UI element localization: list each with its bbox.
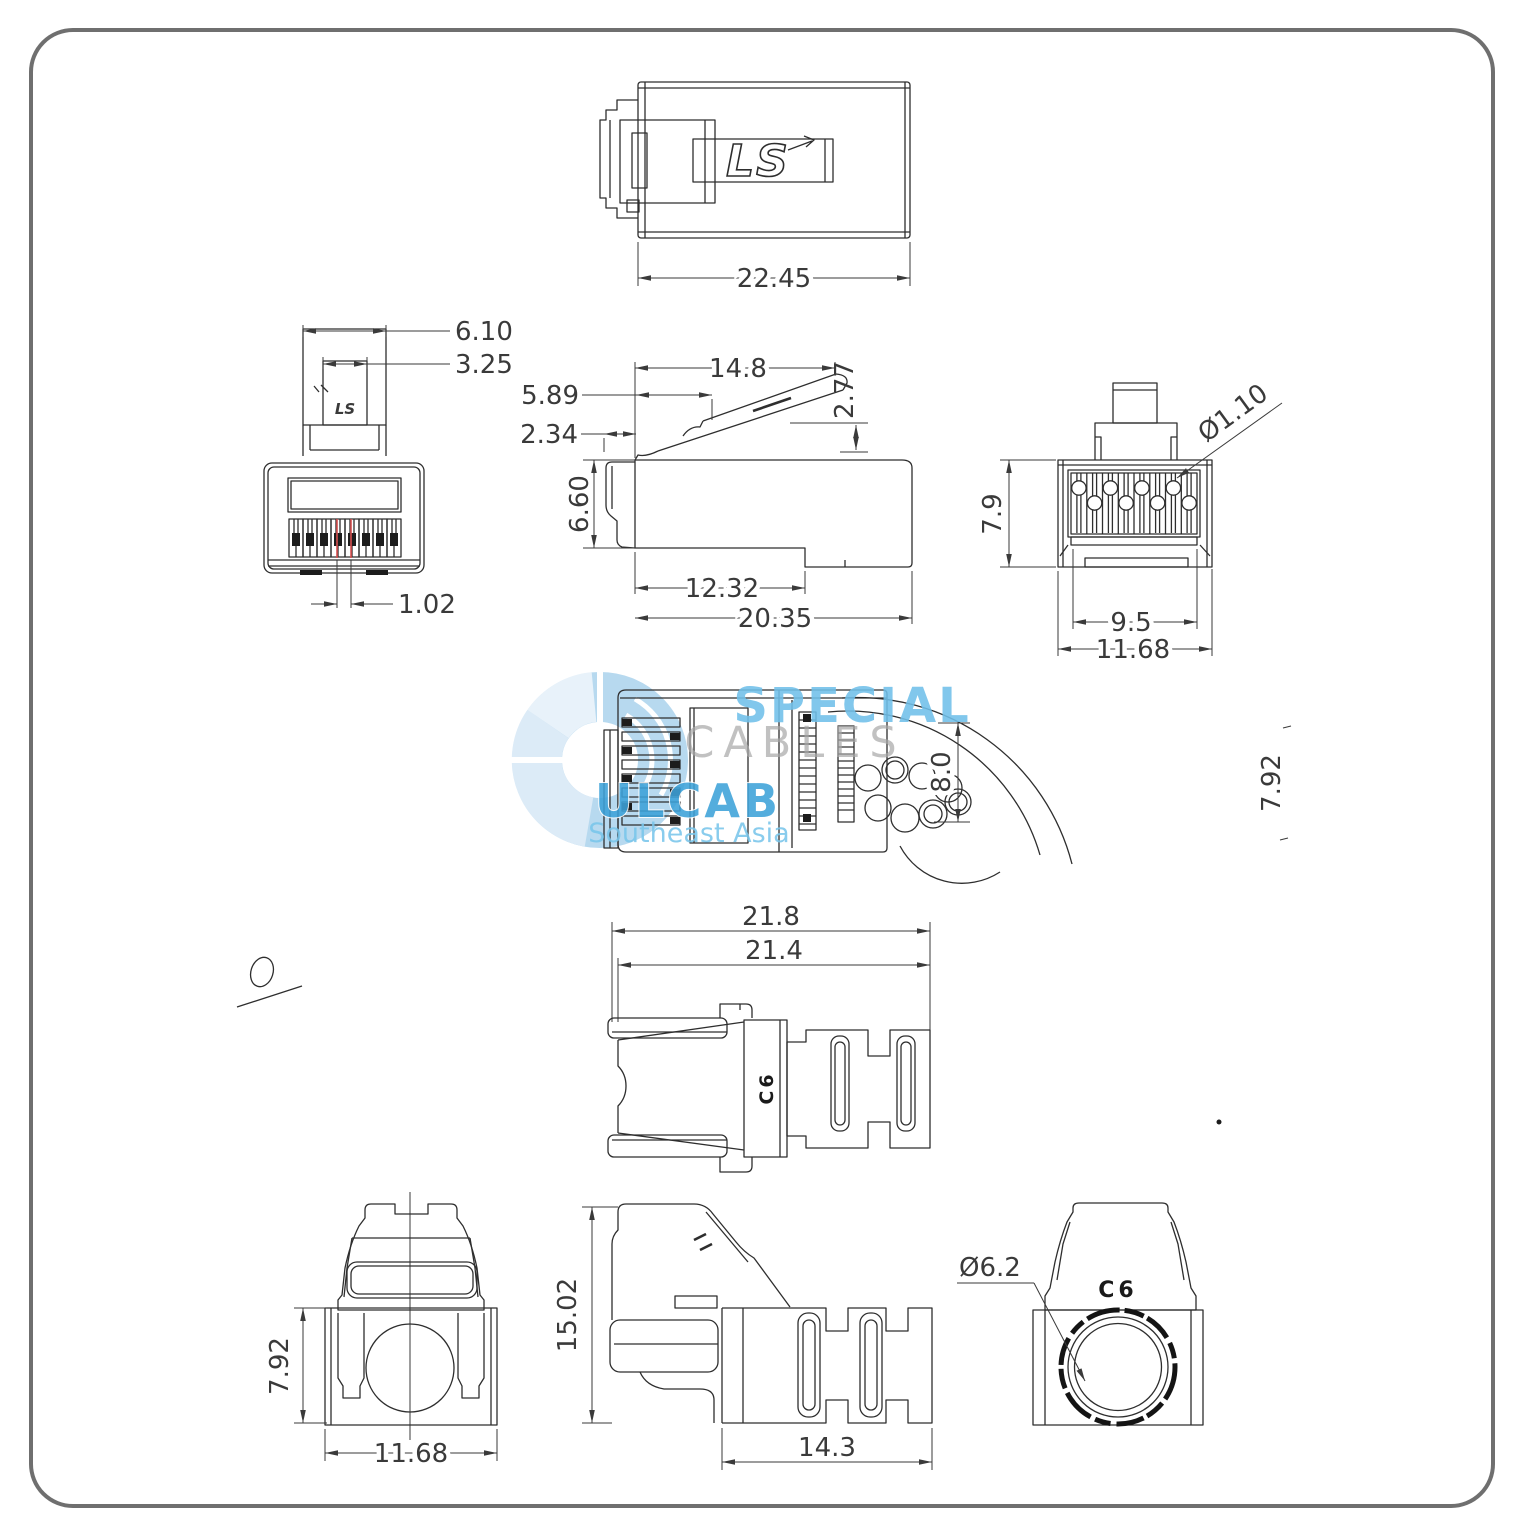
watermark-text: CABLES SPECIAL ULCAB Southeast Asia xyxy=(588,678,970,849)
view-boot-top: 21.8 21.4 C6 xyxy=(607,902,931,1173)
dim-rear-inner-w: 9.5 xyxy=(1110,608,1151,638)
stray-dim-7-92: 7.92 xyxy=(1257,754,1287,812)
dim-side-lever: 5.89 xyxy=(521,381,579,411)
dim-front-latch-inner: 3.25 xyxy=(455,350,513,380)
stray-phi-glyph xyxy=(249,956,275,988)
dim-side-total-len: 20.35 xyxy=(738,604,812,634)
dim-side-offset: 2.34 xyxy=(520,420,578,450)
marking-c6-boot-top: C6 xyxy=(756,1071,778,1104)
view-bottom: 8.0 xyxy=(603,689,1073,884)
dim-boot-top-outer: 21.8 xyxy=(742,902,800,932)
dim-top-width: 22.45 xyxy=(737,264,811,294)
dim-side-latch-len: 14.8 xyxy=(709,354,767,384)
dim-rear-outer-w: 11.68 xyxy=(1096,635,1170,665)
dim-side-latch-h: 2.77 xyxy=(830,361,860,419)
watermark-special: SPECIAL xyxy=(733,678,970,734)
dim-boot-front-w: 11.68 xyxy=(374,1439,448,1469)
stray-dot xyxy=(1216,1119,1222,1125)
dim-rear-height: 7.9 xyxy=(978,493,1008,534)
view-rear: 7.9 Ø1.10 9.5 11.68 xyxy=(978,378,1283,670)
watermark-region: Southeast Asia xyxy=(588,818,789,849)
dim-side-body-h: 6.60 xyxy=(565,475,595,533)
dim-front-pitch: 1.02 xyxy=(398,590,456,620)
dim-boot-side-h: 15.02 xyxy=(553,1278,583,1352)
dim-boot-top-inner: 21.4 xyxy=(745,936,803,966)
dim-side-step-len: 12.32 xyxy=(685,574,759,604)
view-top: LS 22.45 xyxy=(599,81,911,299)
view-boot-front: 7.92 11.68 xyxy=(265,1192,498,1474)
page-border xyxy=(29,28,1495,1508)
dim-front-latch-outer: 6.10 xyxy=(455,317,513,347)
dim-boot-side-len: 14.3 xyxy=(798,1433,856,1463)
dim-bottom-cable-h: 8.0 xyxy=(927,751,957,792)
view-boot-rear: C6 Ø6.2 xyxy=(957,1202,1204,1427)
watermark-cables: CABLES xyxy=(684,718,905,768)
marking-c6-boot-rear: C6 xyxy=(1098,1278,1137,1303)
stray-marks: 7.92 xyxy=(236,725,1292,1125)
view-boot-side: 15.02 14.3 xyxy=(553,1203,933,1470)
dim-boot-front-h: 7.92 xyxy=(265,1337,295,1395)
view-front: LS 1.02 6.10 3.25 xyxy=(263,317,513,620)
ls-logo-top: LS xyxy=(726,136,790,187)
view-side: 14.8 2.77 5.89 2.34 6.60 12.32 20.35 xyxy=(520,350,913,639)
watermark-ulcab: ULCAB xyxy=(595,774,781,828)
ls-logo-front: LS xyxy=(335,400,355,418)
dim-boot-rear-hole-dia: Ø6.2 xyxy=(959,1253,1021,1283)
